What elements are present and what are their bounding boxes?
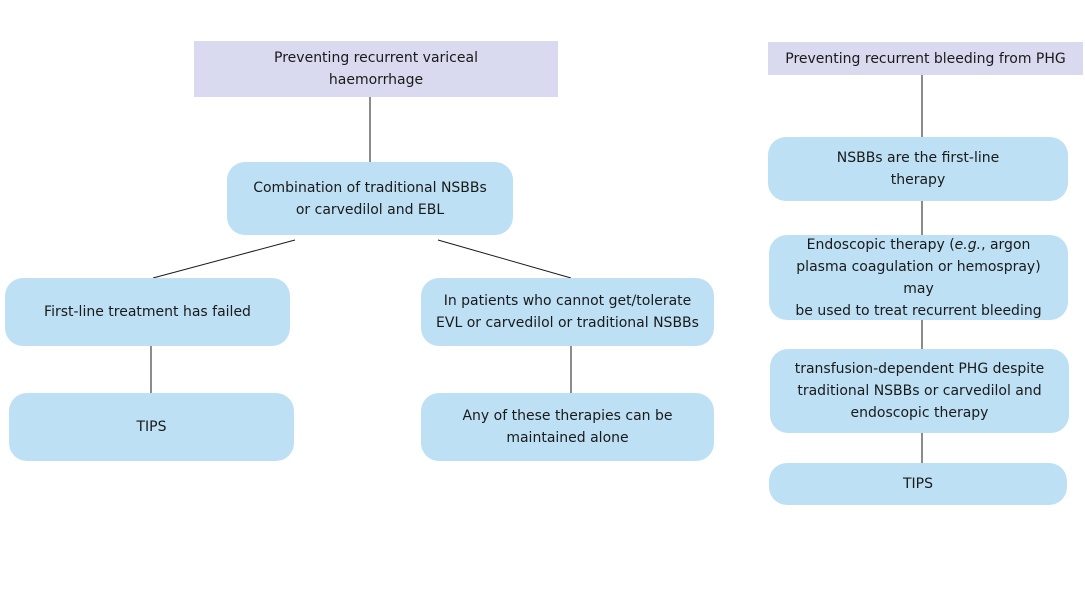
combination-therapy-node: Combination of traditional NSBBs or carv… — [227, 162, 513, 235]
endoscopic-line-1-suffix: , argon — [981, 236, 1031, 253]
combination-line-1: Combination of traditional NSBBs — [253, 179, 487, 196]
endoscopic-line-1-prefix: Endoscopic therapy ( — [806, 236, 955, 253]
transfusion-line-2: traditional NSBBs or carvedilol and — [797, 383, 1042, 399]
endoscopic-line-1-italic: e.g. — [954, 236, 982, 253]
phg-header-box: Preventing recurrent bleeding from PHG — [768, 42, 1083, 75]
left-tips-label: TIPS — [136, 419, 167, 435]
endoscopic-line-3: be used to treat recurrent bleeding — [795, 302, 1042, 319]
nsbbs-first-line-node: NSBBs are the first-line therapy — [768, 137, 1068, 201]
transfusion-line-1: transfusion-dependent PHG despite — [794, 361, 1045, 377]
endoscopic-line-2: plasma coagulation or hemospray) may — [796, 258, 1041, 297]
cannot-tolerate-line-2: EVL or carvedilol or traditional NSBBs — [436, 315, 699, 331]
transfusion-line-3: endoscopic therapy — [850, 405, 989, 421]
maintained-line-2: maintained alone — [506, 430, 629, 446]
first-line-failed-label: First-line treatment has failed — [44, 304, 251, 320]
right-tips-node: TIPS — [769, 463, 1067, 505]
nsbbs-line-1: NSBBs are the first-line — [836, 150, 1000, 166]
connector-combination-to-cannot-tolerate — [437, 239, 572, 279]
transfusion-dependent-node: transfusion-dependent PHG despite tradit… — [770, 349, 1069, 433]
variceal-header-box: Preventing recurrent variceal haemorrhag… — [194, 41, 558, 97]
variceal-header-line-2: haemorrhage — [328, 72, 424, 88]
cannot-tolerate-node: In patients who cannot get/tolerate EVL … — [421, 278, 714, 346]
endoscopic-therapy-node: Endoscopic therapy (e.g., argon plasma c… — [769, 235, 1068, 320]
phg-header-label: Preventing recurrent bleeding from PHG — [785, 50, 1066, 67]
endoscopic-line-1: Endoscopic therapy (e.g., argon — [779, 234, 1058, 256]
variceal-header-line-1: Preventing recurrent variceal — [274, 50, 478, 66]
maintained-line-1: Any of these therapies can be — [462, 408, 673, 424]
connector-combination-to-failed — [152, 239, 296, 279]
cannot-tolerate-line-1: In patients who cannot get/tolerate — [443, 293, 692, 309]
combination-line-2: or carvedilol and EBL — [295, 201, 445, 218]
first-line-failed-node: First-line treatment has failed — [5, 278, 290, 346]
maintained-alone-node: Any of these therapies can be maintained… — [421, 393, 714, 461]
left-tips-node: TIPS — [9, 393, 294, 461]
nsbbs-line-2: therapy — [890, 172, 946, 188]
right-tips-label: TIPS — [902, 476, 933, 492]
